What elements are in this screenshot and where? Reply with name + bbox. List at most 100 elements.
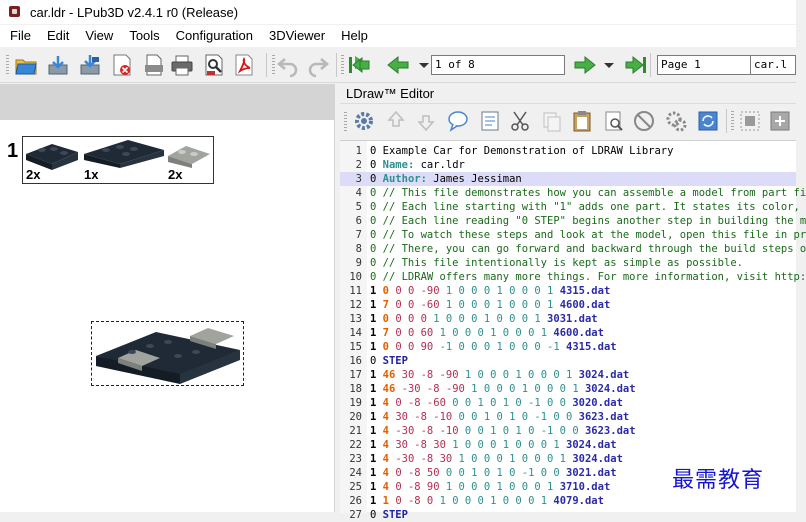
part-count[interactable]: 1x (84, 167, 99, 182)
print-preview-icon[interactable] (142, 53, 166, 77)
code-token: 3020.dat (572, 397, 623, 409)
select-parts-icon[interactable] (738, 109, 762, 133)
paste-icon[interactable] (570, 109, 594, 133)
part-hinge-gray-image[interactable] (166, 142, 212, 168)
export-png-icon[interactable] (202, 53, 226, 77)
cut-icon[interactable] (508, 109, 532, 133)
redo-icon[interactable] (306, 53, 330, 78)
gear-icon[interactable] (352, 109, 376, 133)
page-number-input[interactable]: 1 of 8 (431, 55, 565, 75)
previous-page-icon[interactable] (386, 53, 410, 77)
code-token: 46 (382, 383, 402, 395)
file-select[interactable]: car.l (750, 55, 796, 75)
upload-icon[interactable] (384, 109, 408, 133)
instruction-page[interactable] (0, 120, 334, 512)
page-select-value: Page 1 (661, 58, 701, 71)
code-token: 0 0 -90 (395, 285, 446, 297)
menu-help[interactable]: Help (341, 28, 368, 43)
export-pdf-icon[interactable] (232, 53, 256, 77)
code-token: 1 0 0 0 1 0 0 0 1 (452, 439, 567, 451)
comment-icon[interactable] (446, 109, 470, 133)
menu-3dviewer[interactable]: 3DViewer (269, 28, 326, 43)
part-plate-large-image[interactable] (82, 138, 166, 168)
part-count[interactable]: 2x (168, 167, 183, 182)
toolbar-grip[interactable] (731, 111, 734, 131)
download-icon[interactable] (414, 109, 438, 133)
code-token: 4079.dat (553, 495, 604, 507)
refresh-icon[interactable] (696, 109, 720, 133)
open-file-icon[interactable] (14, 53, 38, 77)
stop-icon[interactable] (632, 109, 656, 133)
settings-cog-icon[interactable] (664, 109, 688, 133)
code-token: 0 0 1 0 1 0 -1 0 0 (458, 411, 579, 423)
next-page-icon[interactable] (573, 53, 597, 77)
code-token: 1 (370, 299, 383, 311)
first-page-icon[interactable] (347, 53, 371, 77)
toolbar-grip[interactable] (272, 55, 275, 75)
assembled-model-image[interactable] (92, 322, 244, 386)
menu-tools[interactable]: Tools (129, 28, 160, 43)
line-code: 1 4 0 -8 50 0 0 1 0 1 0 -1 0 0 3021.dat (370, 466, 617, 480)
toolbar-grip[interactable] (6, 55, 9, 75)
chevron-down-icon[interactable] (597, 53, 621, 77)
code-token: 30 -8 -10 (395, 411, 459, 423)
save-as-icon[interactable] (78, 53, 102, 77)
last-page-icon[interactable] (624, 53, 648, 77)
menu-view[interactable]: View (85, 28, 114, 43)
editor-dock-title[interactable]: LDraw™ Editor (340, 84, 796, 104)
menu-configuration[interactable]: Configuration (175, 28, 253, 43)
code-token: 0 0 1 0 1 0 -1 0 0 (445, 467, 566, 479)
code-token: 30 -8 30 (395, 439, 453, 451)
toolbar-grip[interactable] (341, 55, 344, 75)
chevron-down-icon[interactable] (412, 53, 436, 77)
copy-icon[interactable] (540, 109, 564, 133)
pane-splitter[interactable] (335, 84, 340, 512)
menu-edit[interactable]: Edit (46, 28, 70, 43)
close-file-icon[interactable] (110, 53, 134, 77)
visual-editor-icon[interactable] (768, 109, 792, 133)
part-count[interactable]: 2x (26, 167, 41, 182)
code-token: 3024.dat (578, 369, 630, 381)
find-icon[interactable] (602, 109, 626, 133)
menu-bar: File Edit View Tools Configuration 3DVie… (0, 25, 796, 47)
save-file-icon[interactable] (46, 53, 70, 77)
step-number[interactable]: 1 (7, 140, 19, 162)
toolbar-grip[interactable] (344, 112, 347, 132)
document-icon[interactable] (478, 109, 502, 133)
code-token: 7 (382, 299, 396, 311)
print-icon[interactable] (170, 53, 194, 77)
part-plate-1x2-image[interactable] (24, 140, 80, 170)
undo-icon[interactable] (276, 53, 300, 78)
menu-file[interactable]: File (10, 28, 31, 43)
code-token: 0 (370, 355, 383, 367)
model-selection-frame[interactable] (91, 321, 244, 386)
